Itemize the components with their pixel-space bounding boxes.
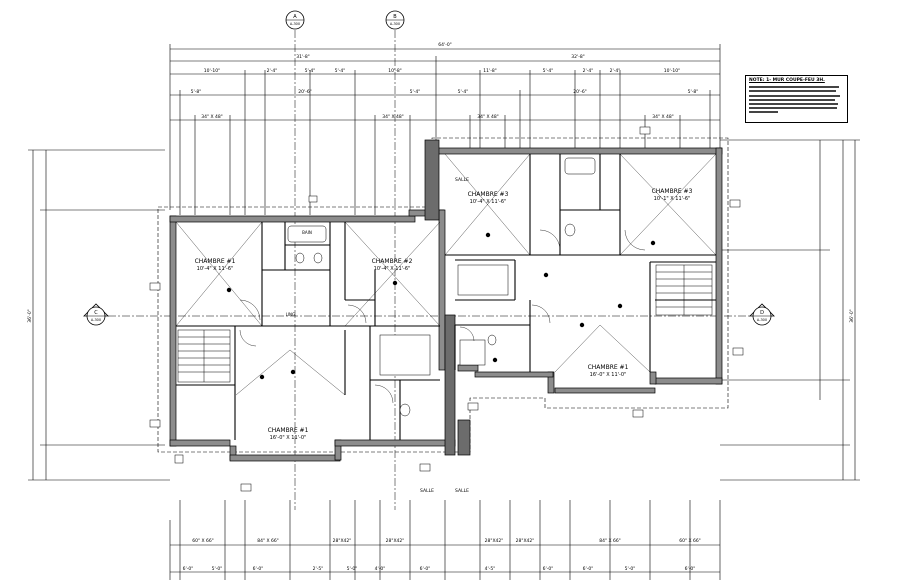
dim-r1-9: 10'-10" xyxy=(664,68,680,74)
dim-side-left: 36'-0" xyxy=(27,309,33,323)
dim-r1-5: 11'-8" xyxy=(483,68,497,74)
tag-callouts[interactable] xyxy=(149,126,744,492)
bottom-dimension-lines xyxy=(169,500,721,580)
dim-r2-0: 5'-8" xyxy=(191,89,202,95)
room-chambre4-size: 10'-1" X 11'-6" xyxy=(654,196,691,202)
room-chambre1-name: CHAMBRE #1 xyxy=(195,258,236,265)
top-dimension-lines xyxy=(169,44,721,215)
light-fixtures xyxy=(226,232,656,380)
exterior-walls xyxy=(169,139,723,462)
dim-bottom-6: 6'-0" xyxy=(420,566,431,572)
dim-r1-8: 2'-4" xyxy=(610,68,621,74)
room-chambre5-size: 16'-0" X 11'-0" xyxy=(270,435,307,441)
window-bottom-5: 28"X42" xyxy=(516,538,535,544)
dim-r2-5: 5'-8" xyxy=(688,89,699,95)
window-bottom-3: 28"X42" xyxy=(386,538,405,544)
dim-bottom-1: 5'-0" xyxy=(212,566,223,572)
top-dimension-text: 64'-0" 31'-8" 32'-8" 10'-10" 2'-4" 5'-4"… xyxy=(191,42,699,120)
dim-bottom-11: 6'-0" xyxy=(685,566,696,572)
room-chambre5-name: CHAMBRE #1 xyxy=(268,427,309,434)
dim-bottom-9: 6'-0" xyxy=(583,566,594,572)
dim-r1-0: 10'-10" xyxy=(204,68,220,74)
dim-left-half: 31'-8" xyxy=(296,54,310,60)
dim-r2-2: 5'-4" xyxy=(410,89,421,95)
side-dimension-text: 36'-0" 36'-0" xyxy=(27,309,855,323)
dim-bottom-8: 6'-0" xyxy=(543,566,554,572)
window-bottom-1: 84" X 66" xyxy=(257,538,279,544)
room-lingerie: LING. xyxy=(286,312,297,317)
general-note-box: NOTE: 1- MUR COUPE-FEU 3H. xyxy=(745,75,848,123)
side-dimension-lines xyxy=(28,139,860,481)
window-top-3: 34" X 48" xyxy=(652,114,674,120)
section-marker-c[interactable]: C A-300 xyxy=(83,303,109,326)
window-bottom-4: 28"X42" xyxy=(485,538,504,544)
room-salle-b: SALLE xyxy=(420,488,434,494)
ceiling-lines xyxy=(175,153,717,396)
room-chambre2-name: CHAMBRE #2 xyxy=(372,258,413,265)
window-bottom-0: 60" X 66" xyxy=(192,538,214,544)
window-top-2: 34" X 48" xyxy=(477,114,499,120)
room-chambre1-size: 10'-4" X 11'-6" xyxy=(197,266,234,272)
section-marker-c-sheet: A-300 xyxy=(91,318,101,322)
room-salle-c: SALLE xyxy=(455,488,469,494)
room-chambre2-size: 10'-4" X 11'-6" xyxy=(374,266,411,272)
dim-overall-top: 64'-0" xyxy=(438,42,452,48)
note-text-lines xyxy=(749,86,844,114)
section-marker-d[interactable]: D A-300 xyxy=(749,303,775,326)
dim-bottom-10: 5'-0" xyxy=(625,566,636,572)
room-chambre6-size: 16'-0" X 11'-0" xyxy=(590,372,627,378)
note-title: NOTE: 1- MUR COUPE-FEU 3H. xyxy=(749,78,825,83)
dim-bottom-5: 4'-0" xyxy=(375,566,386,572)
room-chambre4-name: CHAMBRE #3 xyxy=(652,188,693,195)
section-marker-b[interactable]: B A-300 xyxy=(385,10,405,30)
dim-r1-1: 2'-4" xyxy=(267,68,278,74)
window-top-0: 34" X 48" xyxy=(201,114,223,120)
room-labels: CHAMBRE #1 10'-4" X 11'-6" CHAMBRE #2 10… xyxy=(195,177,693,494)
stair-left xyxy=(177,329,231,383)
bath-fixtures xyxy=(287,157,596,417)
room-chambre3-name: CHAMBRE #3 xyxy=(468,191,509,198)
room-chambre6-name: CHAMBRE #1 xyxy=(588,364,629,371)
door-swings xyxy=(239,229,646,404)
window-top-1: 34" X 48" xyxy=(382,114,404,120)
dim-bottom-3: 2'-5" xyxy=(313,566,324,572)
dim-r1-7: 2'-4" xyxy=(583,68,594,74)
section-marker-a[interactable]: A A-300 xyxy=(285,10,305,30)
dim-r1-2: 5'-4" xyxy=(305,68,316,74)
room-bain: BAIN xyxy=(302,230,312,235)
section-marker-b-sheet: A-300 xyxy=(390,22,400,26)
dim-r2-4: 20'-6" xyxy=(573,89,587,95)
stair-right xyxy=(655,264,713,316)
section-marker-a-id: A xyxy=(293,14,297,20)
dim-r2-3: 5'-4" xyxy=(458,89,469,95)
room-chambre3-size: 10'-4" X 11'-6" xyxy=(470,199,507,205)
window-bottom-6: 84" X 66" xyxy=(599,538,621,544)
window-bottom-7: 60" X 66" xyxy=(679,538,701,544)
dim-r2-1: 20'-6" xyxy=(298,89,312,95)
dim-r1-6: 5'-4" xyxy=(543,68,554,74)
dim-bottom-2: 6'-0" xyxy=(253,566,264,572)
section-marker-c-id: C xyxy=(94,310,98,316)
room-salle-a: SALLE xyxy=(455,177,469,183)
dim-bottom-7: 4'-5" xyxy=(485,566,496,572)
dim-bottom-0: 6'-0" xyxy=(183,566,194,572)
section-marker-a-sheet: A-300 xyxy=(290,22,300,26)
dim-right-half: 32'-8" xyxy=(571,54,585,60)
dim-r1-4: 10'-8" xyxy=(388,68,402,74)
dim-r1-3: 5'-4" xyxy=(335,68,346,74)
dim-side-right: 36'-0" xyxy=(849,309,855,323)
section-marker-b-id: B xyxy=(393,14,397,20)
section-marker-d-id: D xyxy=(760,310,764,316)
window-bottom-2: 28"X42" xyxy=(333,538,352,544)
bottom-dimension-text: 60" X 66" 84" X 66" 28"X42" 28"X42" 28"X… xyxy=(183,538,701,572)
section-marker-d-sheet: A-300 xyxy=(757,318,767,322)
dim-bottom-4: 5'-0" xyxy=(347,566,358,572)
